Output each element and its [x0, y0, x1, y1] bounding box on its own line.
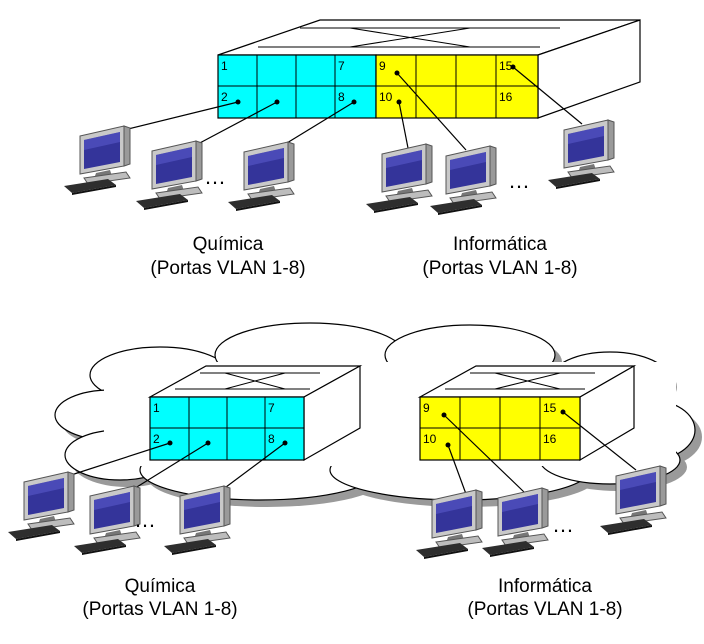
port-9-label: 9	[379, 59, 386, 73]
port-8-label: 8	[338, 90, 345, 104]
bottom-chem-label: Química	[125, 576, 196, 597]
bottom-chem-sublabel: (Portas VLAN 1-8)	[82, 599, 237, 620]
top-chem-label: Química	[193, 234, 264, 255]
top-info-label: Informática	[453, 234, 547, 255]
top-info-pc-2	[429, 145, 497, 216]
top-chem-pc-3	[227, 141, 295, 212]
top-chem-pc-1	[63, 125, 131, 196]
port-1-label: 1	[221, 59, 228, 73]
bottom-cables	[67, 411, 637, 495]
top-chem-sublabel: (Portas VLAN 1-8)	[150, 258, 305, 279]
port-2-label: 2	[153, 432, 160, 446]
top-left-ellipsis: …	[204, 164, 226, 189]
top-switch: 1 2 7 8 9 10 15 16	[123, 19, 641, 151]
port-10-label: 10	[423, 432, 437, 446]
top-chem-pc-2	[135, 140, 203, 211]
bottom-info-switch: 9 10 15 16	[417, 364, 637, 462]
bottom-chem-pc-2	[73, 485, 141, 556]
bottom-right-ellipsis: …	[552, 512, 574, 537]
port-8-label: 8	[268, 432, 275, 446]
port-9-label: 9	[423, 401, 430, 415]
port-15-label: 15	[499, 59, 513, 73]
bottom-info-label: Informática	[498, 576, 592, 597]
port-7-label: 7	[338, 59, 345, 73]
top-info-sublabel: (Portas VLAN 1-8)	[422, 258, 577, 279]
bottom-chem-switch: 1 2 7 8	[147, 364, 363, 462]
port-15-label: 15	[543, 401, 557, 415]
bottom-chem-pc-3	[163, 485, 231, 556]
port-16-label: 16	[499, 90, 513, 104]
bottom-info-sublabel: (Portas VLAN 1-8)	[467, 599, 622, 620]
port-1-label: 1	[153, 401, 160, 415]
port-16-label: 16	[543, 432, 557, 446]
port-2-label: 2	[221, 90, 228, 104]
top-info-pc-1	[365, 143, 433, 214]
port-10-label: 10	[379, 90, 393, 104]
top-right-ellipsis: …	[508, 168, 530, 193]
port-7-label: 7	[268, 401, 275, 415]
bottom-left-ellipsis: …	[134, 507, 156, 532]
top-info-pc-3	[547, 119, 615, 190]
bottom-chem-pc-1	[7, 471, 75, 542]
